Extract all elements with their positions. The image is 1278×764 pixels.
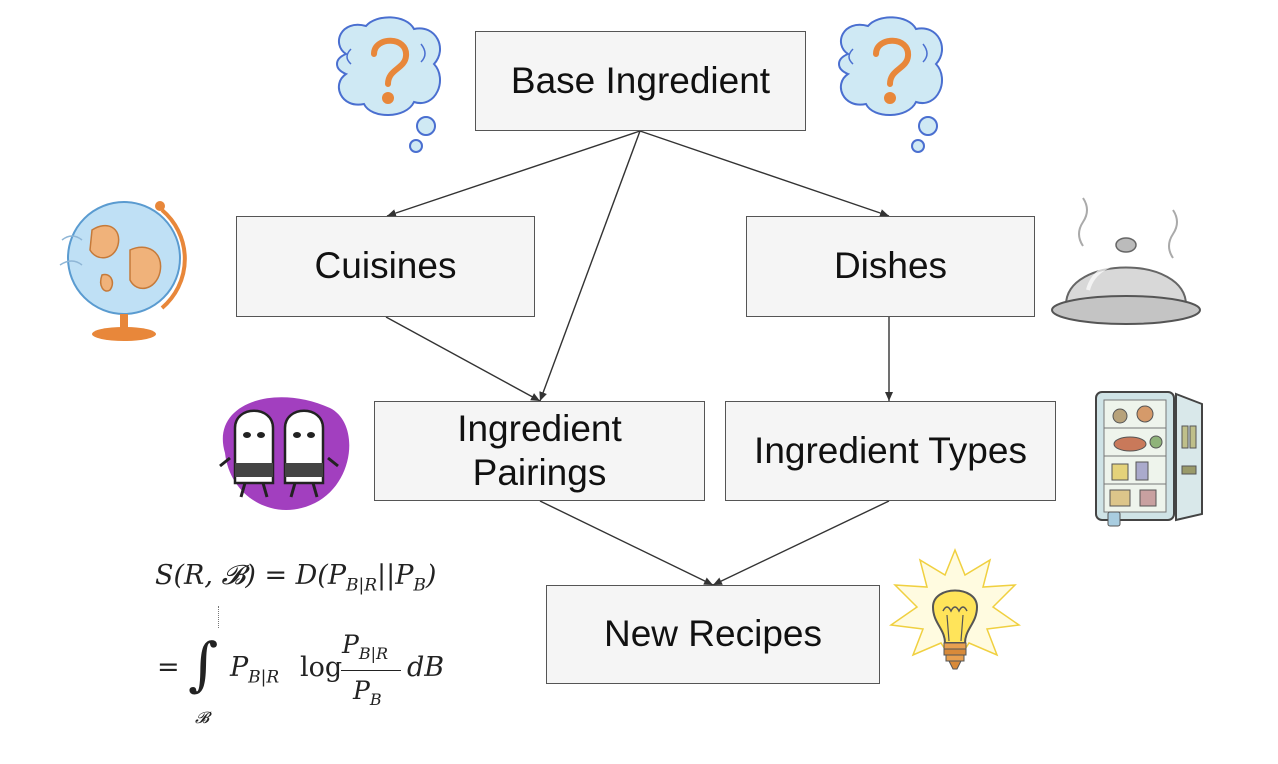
node-pairings-label-line1: Ingredient	[457, 407, 622, 449]
edge-cuisines-pairings	[385, 316, 541, 402]
formula-line-1: S(R, 𝓑) = D(PB|R||PB)	[155, 560, 436, 595]
lightbulb-icon	[888, 547, 1022, 670]
formula-den-p: P	[353, 676, 370, 705]
node-pairings-label-line2: Pairings	[472, 452, 607, 493]
food-cloche-icon	[1051, 197, 1201, 325]
formula-line1-end: )	[425, 560, 437, 591]
formula-line1-mid: ||P	[377, 560, 414, 591]
formula-line1-text: S(R, 𝓑) = D(P	[155, 560, 347, 591]
formula-sub-b: B	[413, 575, 426, 596]
formula-den-sub: B	[369, 690, 382, 709]
formula-num-sub: B|R	[358, 644, 389, 663]
edge-base-dishes	[639, 130, 890, 217]
formula-p-sub: B|R	[248, 667, 280, 688]
fridge-icon	[1095, 391, 1203, 527]
question-cloud-icon	[838, 16, 943, 153]
formula-sub-b-given-r: B|R	[346, 575, 378, 596]
node-ingredient-types: Ingredient Types	[725, 401, 1056, 501]
formula-p: PB|R	[230, 652, 279, 687]
kl-divergence-formula: S(R, 𝓑) = D(PB|R||PB) = ∫ 𝓑 PB|R log PB|…	[155, 560, 495, 730]
formula-log: log	[300, 652, 343, 683]
node-new-recipes-label: New Recipes	[604, 613, 822, 655]
edge-base-cuisines	[386, 130, 641, 217]
globe-icon	[59, 201, 187, 341]
formula-p-label: P	[230, 652, 249, 683]
node-dishes: Dishes	[746, 216, 1035, 317]
formula-equals: =	[157, 652, 180, 683]
formula-dotted-guide	[218, 606, 219, 628]
edge-types-recipes	[712, 500, 890, 586]
node-base-ingredient: Base Ingredient	[475, 31, 806, 131]
question-cloud-icon	[336, 16, 441, 153]
salt-shakers-icon	[219, 397, 350, 510]
formula-integral-sub: 𝓑	[195, 708, 210, 727]
edge-pairings-recipes	[539, 500, 714, 586]
formula-fraction-den: PB	[353, 676, 382, 709]
node-cuisines-label: Cuisines	[314, 245, 457, 287]
edge-base-pairings	[539, 130, 641, 402]
node-ingredient-types-label: Ingredient Types	[754, 429, 1027, 471]
node-new-recipes: New Recipes	[546, 585, 880, 684]
node-dishes-label: Dishes	[833, 245, 948, 287]
formula-fraction-bar	[341, 670, 401, 671]
formula-num-p: P	[342, 630, 359, 659]
node-cuisines: Cuisines	[236, 216, 535, 317]
formula-integral: ∫	[188, 630, 219, 698]
node-base-ingredient-label: Base Ingredient	[510, 59, 771, 101]
node-ingredient-pairings: Ingredient Pairings	[374, 401, 705, 501]
formula-db: dB	[407, 652, 445, 683]
formula-fraction-num: PB|R	[342, 630, 388, 663]
formula-line-2: = ∫ 𝓑 PB|R log PB|R PB dB	[155, 630, 495, 730]
